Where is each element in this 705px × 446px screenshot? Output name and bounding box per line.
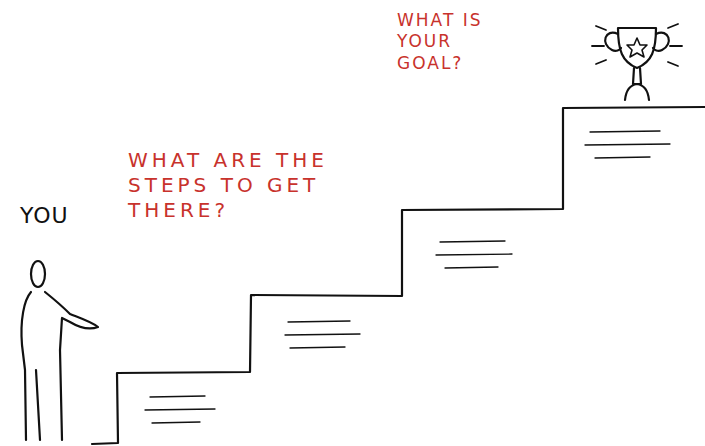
subject-label: YOU <box>20 202 90 230</box>
person-figure <box>21 261 98 440</box>
staircase <box>92 107 705 444</box>
goal-question: WHAT IS YOUR GOAL? <box>397 10 487 74</box>
trophy <box>592 24 682 100</box>
steps-question: WHAT ARE THE STEPS TO GET THERE? <box>128 148 348 223</box>
